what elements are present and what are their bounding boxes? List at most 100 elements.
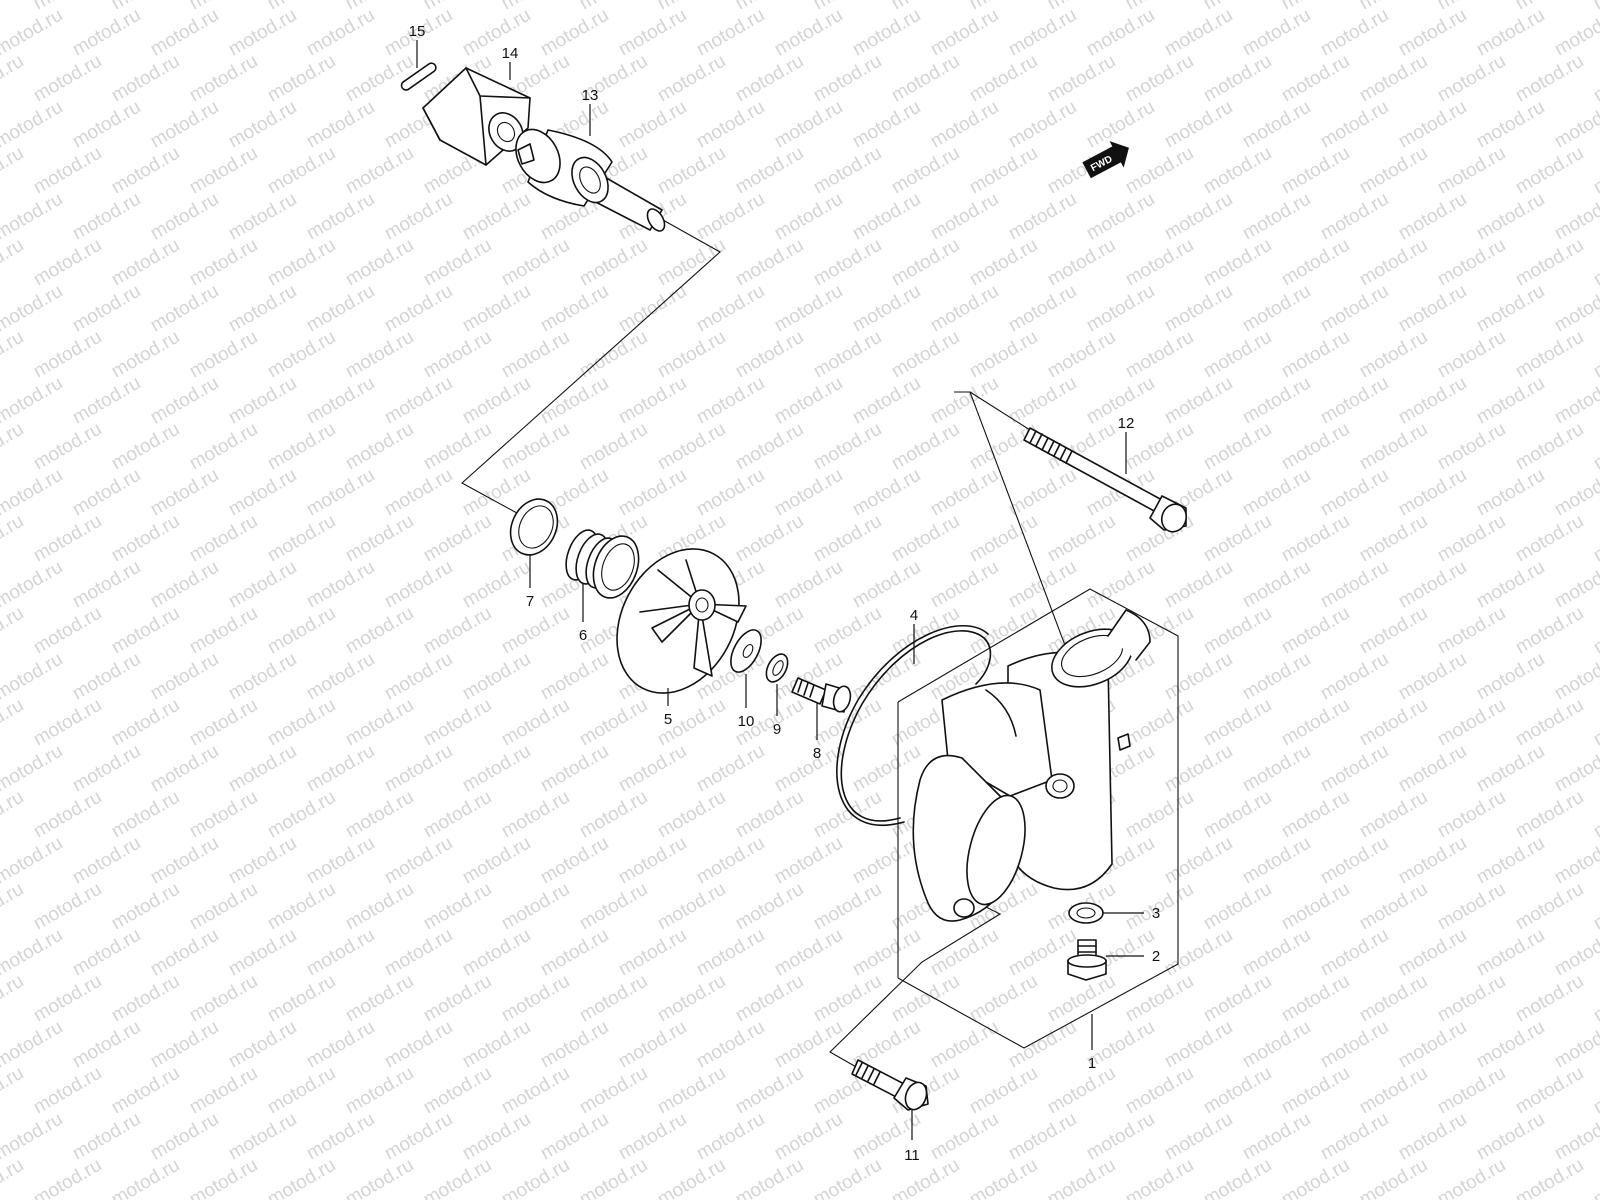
watermark-text: motod.ru	[1044, 235, 1119, 291]
watermark-text: motod.ru	[1122, 787, 1197, 843]
watermark-text: motod.ru	[1161, 281, 1236, 337]
watermark-text: motod.ru	[186, 1155, 261, 1200]
watermark-text: motod.ru	[1512, 143, 1587, 199]
callout-4[interactable]: 4	[910, 607, 918, 624]
watermark-text: motod.ru	[966, 603, 1041, 659]
watermark-text: motod.ru	[966, 235, 1041, 291]
watermark-text: motod.ru	[1356, 1155, 1431, 1200]
watermark-text: motod.ru	[1473, 373, 1548, 429]
callout-11[interactable]: 11	[904, 1147, 920, 1164]
callout-10[interactable]: 10	[738, 713, 755, 730]
watermark-text: motod.ru	[927, 557, 1002, 613]
watermark-text: motod.ru	[0, 5, 66, 61]
watermark-text: motod.ru	[771, 557, 846, 613]
callout-1[interactable]: 1	[1088, 1055, 1096, 1072]
watermark-text: motod.ru	[927, 5, 1002, 61]
callout-12[interactable]: 12	[1118, 415, 1135, 432]
watermark-text: motod.ru	[1200, 51, 1275, 107]
watermark-text: motod.ru	[498, 419, 573, 475]
watermark-text: motod.ru	[69, 465, 144, 521]
watermark-text: motod.ru	[0, 235, 27, 291]
watermark-text: motod.ru	[381, 373, 456, 429]
watermark-text: motod.ru	[0, 787, 27, 843]
callout-5[interactable]: 5	[664, 711, 672, 728]
cover-bolt-part	[851, 1059, 929, 1111]
watermark-text: motod.ru	[849, 557, 924, 613]
watermark-text: motod.ru	[459, 373, 534, 429]
watermark-text: motod.ru	[1512, 511, 1587, 567]
watermark-text: motod.ru	[732, 1155, 807, 1200]
watermark-text: motod.ru	[147, 97, 222, 153]
watermark-text: motod.ru	[1434, 695, 1509, 751]
watermark-text: motod.ru	[966, 143, 1041, 199]
watermark-text: motod.ru	[225, 833, 300, 889]
watermark-text: motod.ru	[420, 695, 495, 751]
watermark-text: motod.ru	[420, 511, 495, 567]
watermark-text: motod.ru	[1512, 419, 1587, 475]
watermark-text: motod.ru	[30, 419, 105, 475]
watermark-text: motod.ru	[849, 925, 924, 981]
watermark-text: motod.ru	[654, 787, 729, 843]
watermark-text: motod.ru	[537, 1109, 612, 1165]
watermark-text: motod.ru	[888, 51, 963, 107]
watermark-text: motod.ru	[303, 281, 378, 337]
watermark-text: motod.ru	[264, 787, 339, 843]
watermark-text: motod.ru	[576, 695, 651, 751]
watermark-text: motod.ru	[225, 649, 300, 705]
watermark-text: motod.ru	[459, 925, 534, 981]
oil-seal-part	[509, 498, 559, 556]
watermark-text: motod.ru	[888, 1155, 963, 1200]
watermark-text: motod.ru	[69, 373, 144, 429]
watermark-text: motod.ru	[537, 1017, 612, 1073]
watermark-text: motod.ru	[108, 787, 183, 843]
watermark-text: motod.ru	[966, 1063, 1041, 1119]
watermark-text: motod.ru	[615, 741, 690, 797]
watermark-text: motod.ru	[147, 649, 222, 705]
watermark-text: motod.ru	[0, 557, 66, 613]
watermark-text: motod.ru	[693, 741, 768, 797]
callout-6[interactable]: 6	[579, 627, 587, 644]
watermark-text: motod.ru	[459, 649, 534, 705]
watermark-text: motod.ru	[654, 51, 729, 107]
watermark-text: motod.ru	[459, 833, 534, 889]
watermark-text: motod.ru	[810, 879, 885, 935]
callout-leaders	[416, 40, 1144, 1140]
watermark-text: motod.ru	[1239, 281, 1314, 337]
watermark-text: motod.ru	[381, 557, 456, 613]
watermark-text: motod.ru	[810, 143, 885, 199]
watermark-text: motod.ru	[147, 373, 222, 429]
watermark-text: motod.ru	[108, 1155, 183, 1200]
callout-2[interactable]: 2	[1152, 948, 1160, 965]
callout-8[interactable]: 8	[813, 745, 821, 762]
watermark-text: motod.ru	[186, 1063, 261, 1119]
watermark-text: motod.ru	[615, 97, 690, 153]
watermark-text: motod.ru	[927, 373, 1002, 429]
watermark-text: motod.ru	[849, 465, 924, 521]
watermark-text: motod.ru	[1239, 5, 1314, 61]
watermark-text: motod.ru	[342, 1063, 417, 1119]
watermark-text: motod.ru	[732, 879, 807, 935]
callout-9[interactable]: 9	[773, 721, 781, 738]
watermark-text: motod.ru	[0, 419, 27, 475]
watermark-text: motod.ru	[1278, 1063, 1353, 1119]
callout-13[interactable]: 13	[582, 87, 599, 104]
watermark-text: motod.ru	[927, 281, 1002, 337]
watermark-text: motod.ru	[966, 419, 1041, 475]
callout-15[interactable]: 15	[409, 23, 426, 40]
callout-3[interactable]: 3	[1152, 905, 1160, 922]
watermark-text: motod.ru	[1512, 879, 1587, 935]
callout-7[interactable]: 7	[526, 593, 534, 610]
watermark-text: motod.ru	[732, 787, 807, 843]
watermark-text: motod.ru	[303, 925, 378, 981]
watermark-text: motod.ru	[1122, 235, 1197, 291]
callout-14[interactable]: 14	[502, 45, 519, 62]
watermark-text: motod.ru	[732, 143, 807, 199]
forward-arrow-icon	[1082, 141, 1129, 179]
watermark-text: motod.ru	[69, 557, 144, 613]
watermark-text: motod.ru	[1044, 511, 1119, 567]
watermark-text: motod.ru	[498, 235, 573, 291]
watermark-text: motod.ru	[537, 5, 612, 61]
pin-part	[400, 62, 437, 91]
watermark-text: motod.ru	[537, 281, 612, 337]
watermark-text: motod.ru	[1590, 143, 1600, 199]
